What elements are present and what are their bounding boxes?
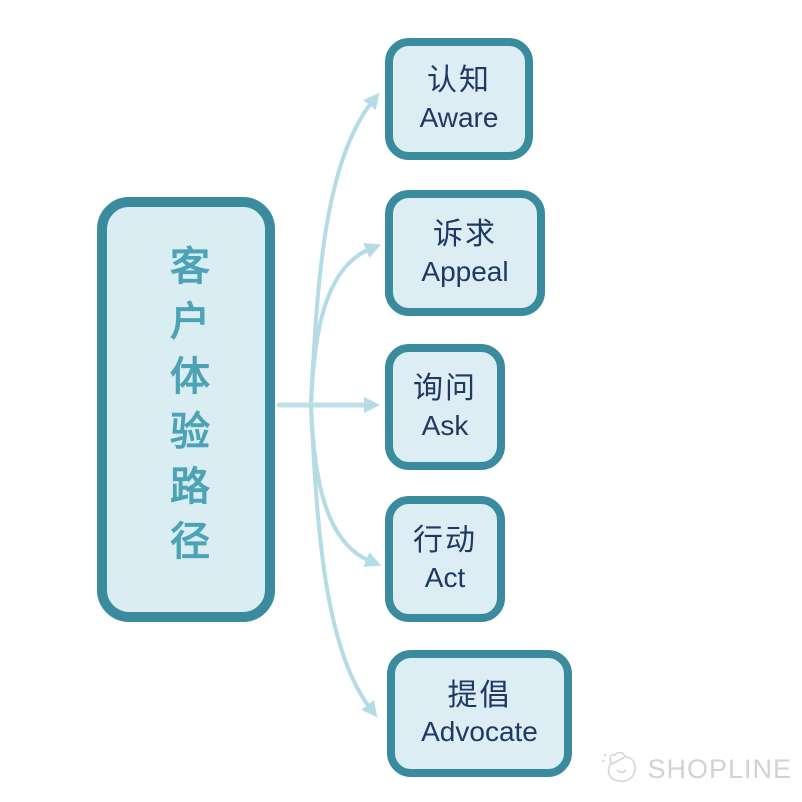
stage-label-en: Ask bbox=[421, 409, 469, 441]
stage-node-appeal: 诉求 Appeal bbox=[385, 190, 545, 316]
stage-node-ask: 询问 Ask bbox=[385, 344, 505, 470]
stage-node-act: 行动 Act bbox=[385, 496, 505, 622]
root-node-customer-experience-path: 客户体验路径 bbox=[97, 197, 275, 622]
stage-label-zh: 行动 bbox=[413, 524, 477, 558]
stage-label-zh: 询问 bbox=[413, 372, 477, 406]
stage-label-en: Aware bbox=[419, 101, 499, 133]
stage-label-en: Advocate bbox=[421, 716, 538, 748]
shopline-mascot-icon bbox=[602, 751, 637, 782]
stage-label-zh: 提倡 bbox=[447, 678, 512, 712]
stage-label-en: Appeal bbox=[421, 255, 509, 287]
stage-label-en: Act bbox=[424, 561, 466, 593]
stage-node-aware: 认知 Aware bbox=[385, 38, 533, 160]
stage-label-zh: 诉求 bbox=[433, 218, 497, 252]
brand-watermark: SHOPLINE bbox=[598, 748, 792, 790]
root-node-label: 客户体验路径 bbox=[164, 244, 208, 575]
connector-to-appeal bbox=[309, 243, 382, 405]
stage-node-advocate: 提倡 Advocate bbox=[387, 650, 572, 777]
brand-watermark-text: SHOPLINE bbox=[647, 753, 792, 784]
connector-to-advocate bbox=[309, 405, 378, 718]
stage-label-zh: 认知 bbox=[427, 64, 491, 98]
